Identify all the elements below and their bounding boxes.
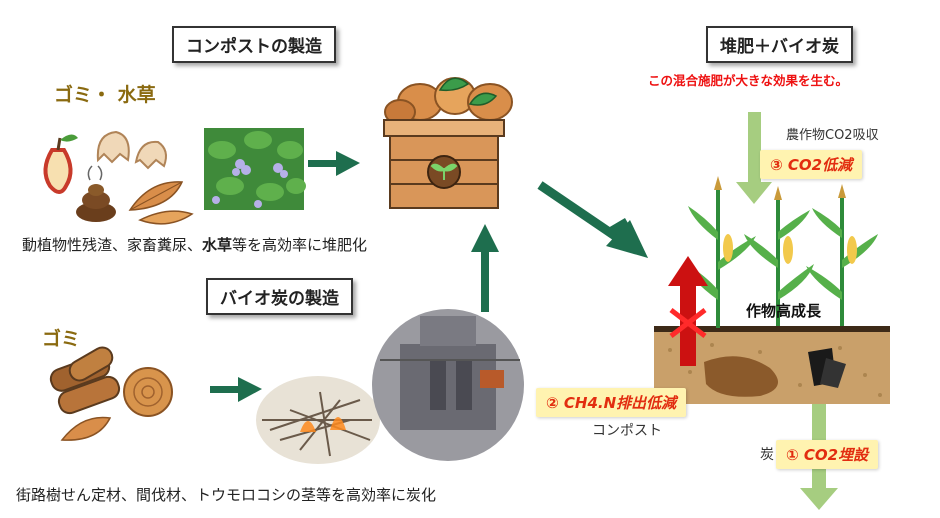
arrow-co2-absorption [736, 112, 772, 204]
compost-crate-icon [383, 77, 513, 209]
methane-arrow-blocked [668, 256, 708, 366]
water-hyacinth-photo [204, 128, 306, 210]
badge-co2-reduce: ③ CO2低減 [760, 150, 863, 179]
arrow-to-field [537, 181, 648, 258]
badge-co2-bury: ① CO2埋設 [776, 440, 879, 469]
biochar-title: バイオ炭の製造 [206, 278, 353, 315]
compost-caption-post: 等を高効率に堆肥化 [232, 236, 368, 254]
compost-label: コンポスト [592, 423, 662, 439]
compost-caption: 動植物性残渣、家畜糞尿、水草等を高効率に堆肥化 [22, 234, 367, 255]
crop-co2-label: 農作物CO2吸収 [786, 128, 879, 143]
badge-ch4-reduce: ② CH4.N排出低減 [536, 388, 687, 417]
mix-subtitle: この混合施肥が大きな効果を生む。 [648, 73, 849, 88]
compost-caption-pre: 動植物性残渣、家畜糞尿、 [22, 236, 203, 254]
apple-core-icon [43, 134, 78, 194]
category-garbage: ゴミ [42, 328, 81, 350]
leaves-icon [128, 181, 194, 225]
arrow-to-carbonization [210, 377, 262, 402]
egg-shell-icon [96, 130, 167, 170]
logs-icon [49, 346, 173, 441]
arrow-to-compost-crate [308, 151, 360, 176]
compost-caption-bold: 水草 [202, 236, 233, 254]
carbonizer-plant-photo [372, 309, 524, 461]
biochar-caption: 街路樹せん定材、間伐材、トウモロコシの茎等を高効率に炭化 [16, 486, 437, 504]
burning-branches-photo [256, 376, 380, 464]
mix-title: 堆肥＋バイオ炭 [706, 26, 853, 63]
high-growth-label: 作物高成長 [746, 302, 822, 320]
dung-icon [76, 165, 116, 222]
charcoal-label: 炭 [760, 447, 774, 463]
compost-title: コンポストの製造 [172, 26, 336, 63]
category-garbage-weeds: ゴミ・ 水草 [54, 84, 156, 106]
arrow-up-to-compost-crate [471, 224, 499, 312]
